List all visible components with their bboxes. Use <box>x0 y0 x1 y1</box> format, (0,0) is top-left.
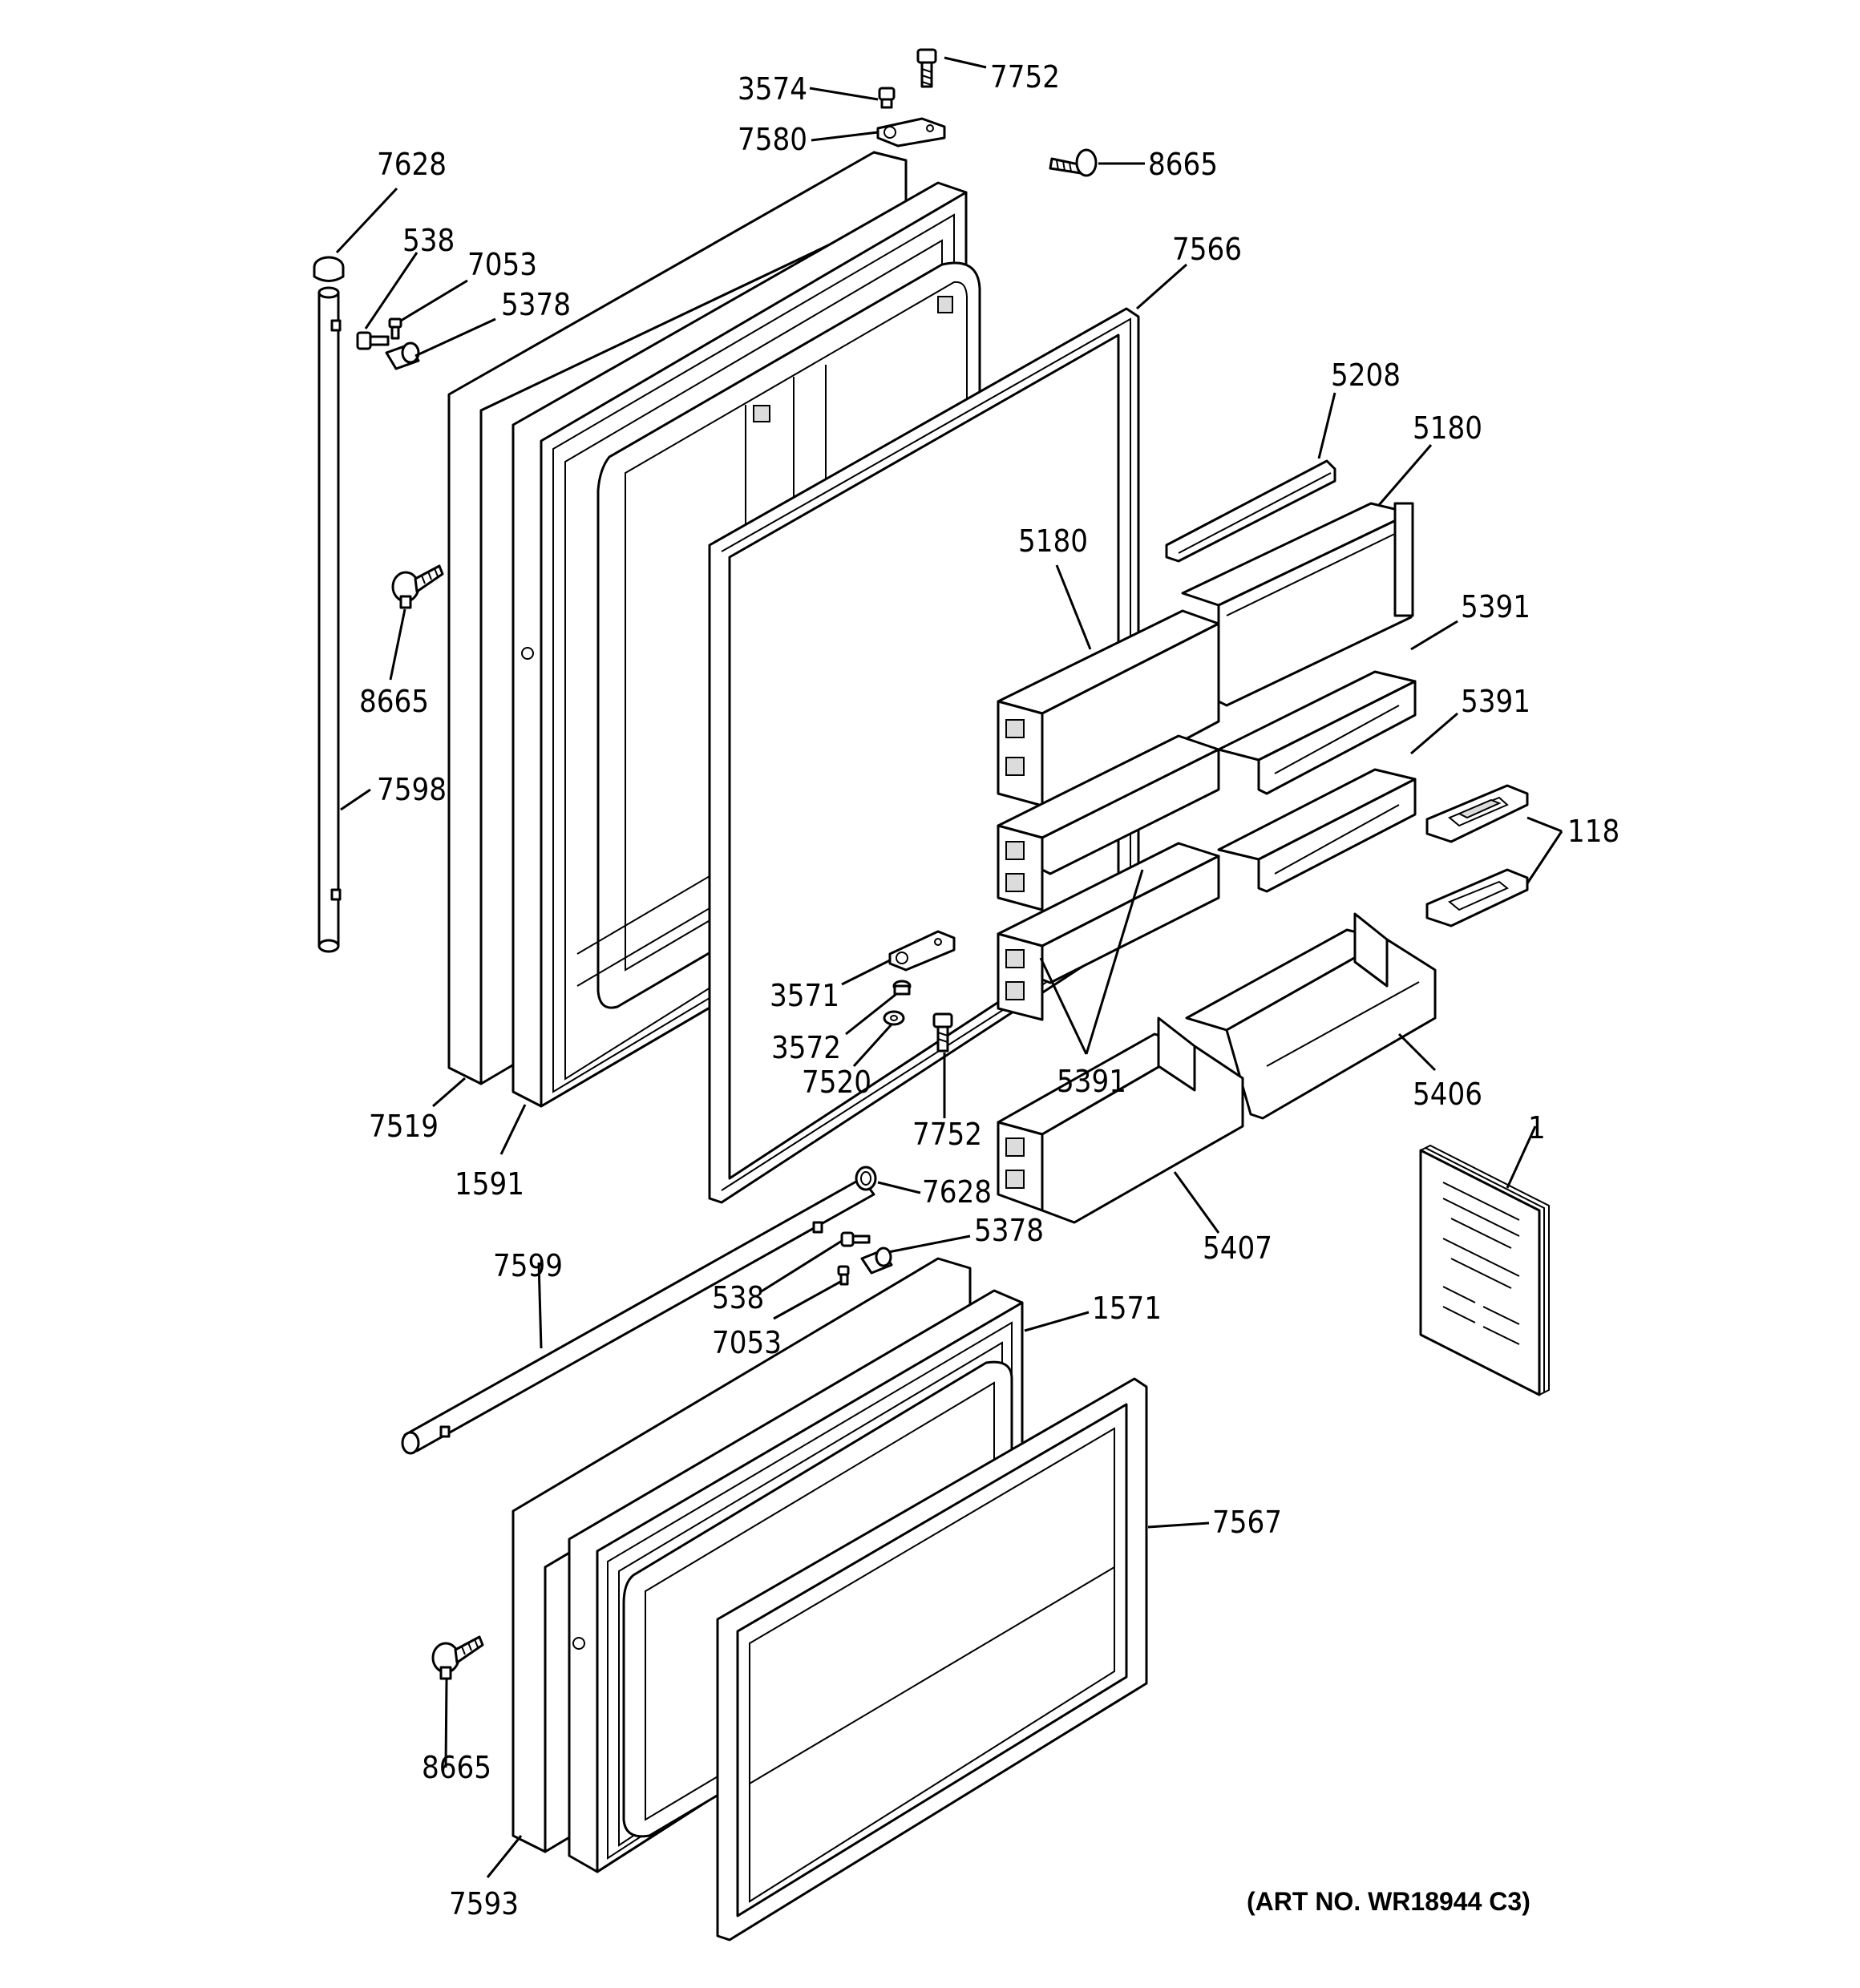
callout-3574: 3574 <box>738 71 807 107</box>
callout-5208: 5208 <box>1331 358 1401 393</box>
callout-7053-bottom: 7053 <box>712 1325 782 1360</box>
washer-7520 <box>883 1010 905 1026</box>
callout-1: 1 <box>1528 1110 1546 1146</box>
callout-5378-top: 5378 <box>501 287 571 322</box>
screw-538-bottom <box>840 1231 871 1247</box>
callout-118: 118 <box>1567 814 1619 849</box>
door-bin-5391-lower-left <box>997 842 1220 1021</box>
callout-5180-right: 5180 <box>1413 410 1482 446</box>
hinge-rod-7598 <box>317 286 342 953</box>
callout-7752-mid: 7752 <box>912 1117 982 1152</box>
callout-7628-top: 7628 <box>377 147 447 182</box>
callout-538-top: 538 <box>402 223 455 258</box>
door-bin-5391-upper-right <box>1217 670 1417 795</box>
rod-cap-7628-top <box>313 256 345 282</box>
door-bin-5391-mid-right <box>1217 768 1417 893</box>
rod-cap-7628-bottom <box>855 1166 877 1191</box>
callout-3572: 3572 <box>771 1030 841 1065</box>
screw-7053-bottom <box>837 1265 850 1286</box>
owners-manual-1 <box>1419 1144 1550 1396</box>
screw-538-top <box>356 331 390 350</box>
callout-7580: 7580 <box>738 122 807 157</box>
door-bin-5391-mid-left <box>997 734 1220 911</box>
callout-7519: 7519 <box>369 1109 439 1144</box>
hinge-bracket-7580 <box>876 117 946 147</box>
callout-3571: 3571 <box>770 978 839 1013</box>
bushing-5378-bottom <box>860 1247 893 1275</box>
callout-5406: 5406 <box>1413 1077 1482 1112</box>
hinge-bracket-3571 <box>888 930 956 972</box>
egg-tray-118-top <box>1425 784 1529 843</box>
dairy-compartment-5180-right <box>1181 502 1414 707</box>
callout-7752-top: 7752 <box>990 59 1060 95</box>
callout-1591: 1591 <box>455 1166 524 1202</box>
leader-lines <box>335 56 1563 1878</box>
callout-538-bottom: 538 <box>712 1280 764 1315</box>
hinge-pin-3572 <box>892 980 912 996</box>
callout-8665-left: 8665 <box>359 684 429 719</box>
callout-labels: 7752 3574 7580 8665 7628 538 7053 5378 7… <box>359 59 1619 1921</box>
callout-8665-bottom: 8665 <box>422 1750 491 1785</box>
hinge-rod-7599 <box>401 1177 875 1455</box>
callout-7567: 7567 <box>1212 1505 1282 1540</box>
hinge-bolt-7752-mid <box>932 1012 953 1053</box>
bushing-5378-top <box>385 341 420 370</box>
callout-5391-a: 5391 <box>1461 589 1530 624</box>
art-number: (ART NO. WR18944 C3) <box>1247 1887 1530 1916</box>
callout-5391-b: 5391 <box>1461 684 1530 719</box>
callout-7598: 7598 <box>377 772 447 807</box>
callout-7520: 7520 <box>802 1065 871 1100</box>
freezer-gasket-7567 <box>716 1377 1148 1942</box>
callout-7053-top: 7053 <box>467 247 537 282</box>
hinge-bolt-7752-top <box>916 48 937 88</box>
callout-5391-c: 5391 <box>1057 1064 1126 1099</box>
callout-7599: 7599 <box>493 1248 563 1283</box>
screw-8665-top <box>1049 148 1098 177</box>
callout-5378-bottom: 5378 <box>974 1213 1044 1248</box>
callout-7593: 7593 <box>449 1886 519 1921</box>
gallon-bin-5406 <box>1185 912 1437 1120</box>
callout-7566: 7566 <box>1172 232 1242 267</box>
callout-1571: 1571 <box>1092 1291 1162 1326</box>
callout-5407: 5407 <box>1203 1230 1272 1266</box>
callout-5180-left: 5180 <box>1018 523 1088 559</box>
callout-8665-top: 8665 <box>1148 147 1218 182</box>
screw-8665-left <box>391 564 444 609</box>
gallon-bin-5407 <box>997 1016 1244 1224</box>
dairy-bin-lid-5208 <box>1165 459 1336 563</box>
screw-7053-top <box>388 317 402 340</box>
callout-7628-bottom: 7628 <box>922 1174 992 1210</box>
hinge-pin-3574 <box>878 87 896 109</box>
screw-8665-bottom <box>431 1635 484 1680</box>
egg-tray-118-bottom <box>1425 868 1529 927</box>
